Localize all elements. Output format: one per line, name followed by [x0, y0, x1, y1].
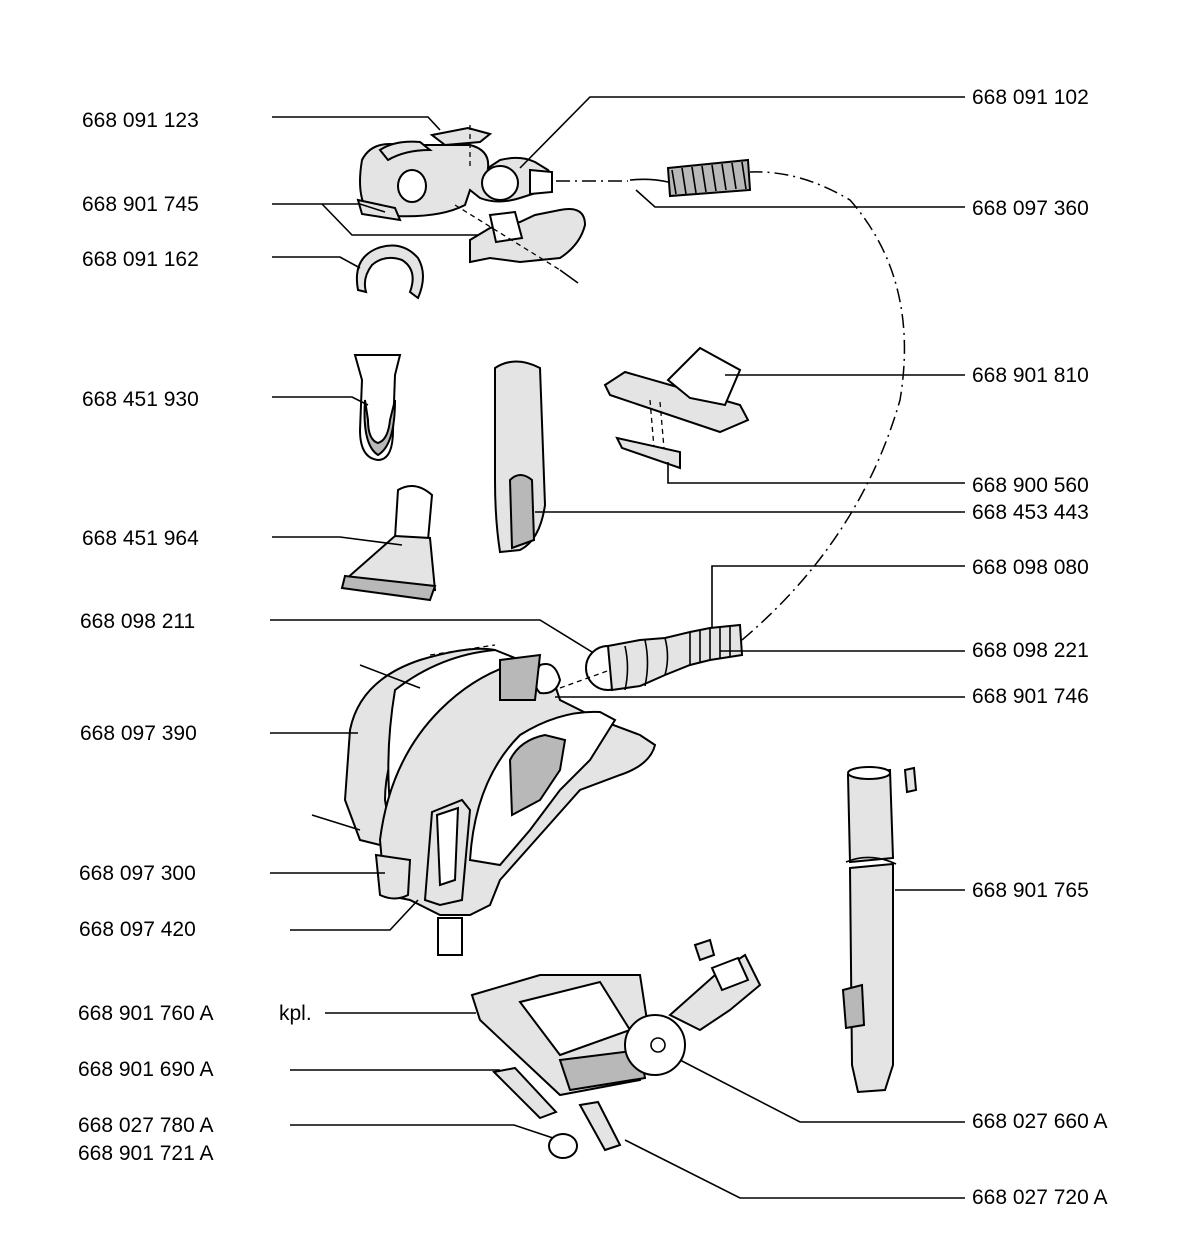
- part-number-label: 668 453 443: [972, 501, 1089, 524]
- part-number-label: 668 098 080: [972, 556, 1089, 579]
- part-number-label: 668 027 720 A: [972, 1186, 1108, 1209]
- part-number-label: 668 901 690 A: [78, 1058, 214, 1081]
- part-number-label: 668 091 162: [82, 248, 199, 271]
- part-number-label: 668 901 745: [82, 193, 199, 216]
- crevice-tool-drawing: [494, 360, 547, 554]
- kpl-note: kpl.: [279, 1002, 312, 1025]
- part-number-label: 668 098 211: [80, 610, 196, 633]
- part-number-label: 668 451 964: [82, 527, 199, 550]
- part-number-label: 668 901 765: [972, 879, 1089, 902]
- part-number-label: 668 091 102: [972, 86, 1089, 109]
- part-number-label: 668 901 721 A: [78, 1142, 214, 1165]
- part-number-label: 668 027 780 A: [78, 1114, 214, 1137]
- part-number-label: 668 098 221: [972, 639, 1089, 662]
- upholstery-nozzle-drawing: [603, 346, 750, 470]
- handle-part-drawing: [356, 125, 587, 284]
- clip-ring-drawing: [356, 244, 424, 300]
- brush-nozzle-drawing: [340, 485, 437, 602]
- part-number-label: 668 097 390: [80, 722, 197, 745]
- spring-cable-drawing: [556, 158, 752, 198]
- part-number-label: 668 097 420: [79, 918, 196, 941]
- leader-lines-left: [270, 116, 593, 1139]
- leader-lines-right: [519, 96, 965, 1199]
- part-number-label: 668 900 560: [972, 474, 1089, 497]
- power-brush-housing-drawing: [311, 644, 657, 956]
- hose-end-drawing: [585, 171, 906, 692]
- part-number-label: 668 091 123: [82, 109, 199, 132]
- extension-tube-drawing: [841, 766, 918, 1094]
- power-nozzle-drawing: [470, 938, 762, 1159]
- part-number-label: 668 027 660 A: [972, 1110, 1108, 1133]
- part-number-label: 668 097 300: [79, 862, 196, 885]
- dust-brush-drawing: [353, 354, 402, 462]
- part-number-label: 668 901 760 A: [78, 1002, 214, 1025]
- part-number-label: 668 901 746: [972, 685, 1089, 708]
- part-number-label: 668 901 810: [972, 364, 1089, 387]
- part-number-label: 668 451 930: [82, 388, 199, 411]
- part-number-label: 668 097 360: [972, 197, 1089, 220]
